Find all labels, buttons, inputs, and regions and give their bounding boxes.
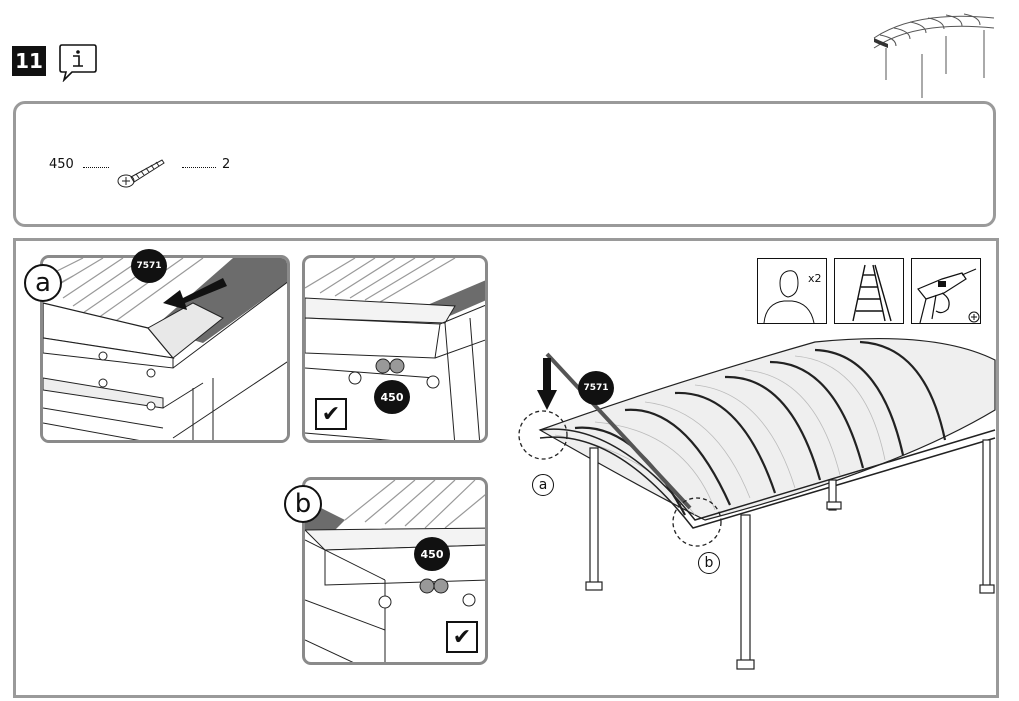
- carport-overview-illustration: [518, 337, 996, 670]
- two-person-icon: [757, 258, 827, 324]
- part-label-7571-overview: 7571: [578, 371, 614, 405]
- carport-thumbnail-icon: [873, 13, 995, 98]
- leader-line: [83, 167, 109, 168]
- illustration-box: [13, 238, 999, 698]
- drill-icon: [911, 258, 981, 324]
- info-icon: [59, 44, 97, 82]
- part-quantity: 2: [222, 157, 231, 172]
- person-count: x2: [808, 272, 822, 285]
- check-icon-b: ✔: [446, 621, 478, 653]
- ladder-icon: [834, 258, 904, 324]
- screw-label-450: 450: [374, 380, 410, 414]
- screw-icon: [117, 159, 165, 188]
- callout-a: a: [532, 474, 554, 496]
- part-number: 450: [49, 157, 74, 172]
- detail-a-letter: a: [24, 264, 62, 302]
- arrow-icon: [163, 278, 227, 310]
- leader-line: [182, 167, 216, 168]
- part-label-7571: 7571: [131, 249, 167, 283]
- check-icon: ✔: [315, 398, 347, 430]
- screw-installed-illustration: [305, 258, 485, 440]
- callout-b: b: [698, 552, 720, 574]
- down-arrow-icon: [537, 358, 557, 410]
- roof-edge-illustration: [43, 258, 287, 440]
- detail-panel-a: [40, 255, 290, 443]
- detail-b-letter: b: [284, 485, 322, 523]
- step-number-badge: 11: [12, 46, 46, 76]
- parts-list-box: 450 2: [13, 101, 996, 227]
- screw-label-450-b: 450: [414, 537, 450, 571]
